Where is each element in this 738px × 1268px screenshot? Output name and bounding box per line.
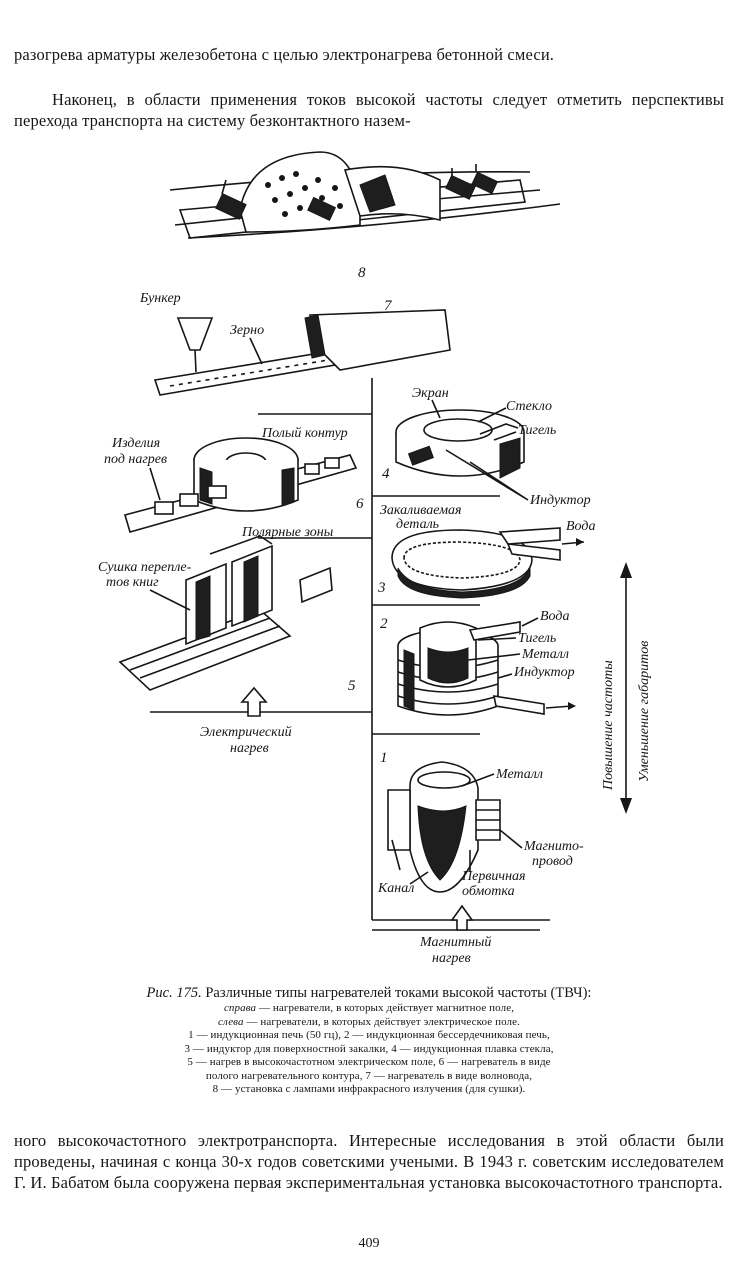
setup-8-drawing: 8 (169, 151, 561, 281)
paragraph-second: Наконец, в области применения токов высо… (14, 90, 724, 130)
label-zerno: Зерно (230, 323, 264, 338)
label-5: 5 (348, 678, 356, 694)
label-voda-top: Вода (566, 519, 595, 534)
label-zakalivaemaya-2: деталь (396, 517, 439, 532)
label-tigel-top: Тигель (518, 423, 556, 438)
caption-line-left: слева — нагреватели, в которых действует… (0, 1016, 738, 1030)
label-6: 6 (356, 496, 364, 512)
caption-line-5: 5 — нагрев в высокочастотном электрическ… (187, 1056, 551, 1068)
setup-1-drawing: 1 Металл Магнито- провод Первичная обмот… (377, 750, 584, 966)
label-sushka-1: Сушка переплe- (98, 560, 192, 575)
label-sushka-2: тов книг (106, 575, 159, 590)
label-voda-mid: Вода (540, 609, 569, 624)
label-pervichnaya-1: Первичная (461, 869, 526, 884)
label-metall-bot: Металл (495, 767, 543, 782)
figure-frame (150, 378, 550, 931)
page-number: 409 (358, 1236, 380, 1251)
label-pervichnaya-2: обмотка (462, 884, 515, 899)
setup-6-drawing: Полый контур Изделия под нагрев 6 Полярн… (104, 426, 364, 540)
label-freq-up: Повышение частоты (601, 660, 616, 791)
label-izdelia-1: Изделия (111, 436, 160, 451)
label-induktor-mid: Индуктор (513, 665, 575, 680)
label-metall-mid: Металл (521, 647, 569, 662)
frequency-arrow: Повышение частоты Уменьшение габаритов (601, 562, 652, 814)
label-ekran: Экран (412, 386, 449, 401)
setup-5-drawing: Сушка переплe- тов книг 5 Электрический … (98, 535, 356, 756)
label-size-down: Уменьшение габаритов (637, 641, 652, 782)
label-magnit-1: Магнитный (419, 935, 491, 950)
label-3: 3 (377, 580, 386, 596)
label-elektr-2: нагрев (230, 741, 269, 756)
label-steklo: Стекло (506, 399, 552, 414)
label-induktor-top: Индуктор (529, 493, 591, 508)
caption-line-right: справа — нагреватели, в которых действуе… (0, 1002, 738, 1016)
label-kanal: Канал (377, 881, 414, 896)
setup-7-drawing: Бункер Зерно 7 (139, 291, 451, 396)
label-8: 8 (358, 265, 366, 281)
label-1: 1 (380, 750, 388, 766)
label-polyarnye: Полярные зоны (241, 525, 333, 540)
label-4: 4 (382, 466, 390, 482)
figure-caption: Рис. 175. Различные типы нагревателей то… (0, 984, 738, 1097)
figure-175: 8 Бункер Зерно 7 (0, 150, 738, 980)
caption-left-word: слева (218, 1015, 244, 1028)
caption-title-text: Различные типы нагревателей токами высок… (205, 985, 592, 1001)
label-2: 2 (380, 616, 388, 632)
label-7: 7 (384, 298, 393, 314)
label-bunker: Бункер (139, 291, 181, 306)
caption-right-text: — нагреватели, в которых действует магни… (258, 1002, 515, 1014)
label-magnito-2: провод (532, 854, 573, 869)
label-izdelia-2: под нагрев (104, 452, 167, 467)
label-elektr-1: Электрический (200, 725, 292, 740)
caption-title: Рис. 175. Различные типы нагревателей то… (0, 984, 738, 1002)
caption-line-7: 8 — установка с лампами инфракрасного из… (212, 1083, 526, 1095)
caption-line-4: 3 — индуктор для поверхностной закалки, … (184, 1042, 554, 1055)
label-zakalivaemaya-1: Закаливаемая (380, 503, 462, 518)
setup-4-drawing: Экран Стекло Тигель 4 Индуктор (382, 386, 591, 508)
paragraph-bottom: ного высокочастотного электротранспорта.… (14, 1131, 724, 1192)
label-polyi-kontur: Полый контур (261, 426, 348, 441)
caption-line-3: 1 — индукционная печь (50 гц), 2 — индук… (188, 1029, 550, 1041)
label-magnit-2: нагрев (432, 951, 471, 966)
caption-left-text: — нагреватели, в которых действует элект… (246, 1015, 520, 1028)
setup-3-drawing: Закаливаемая деталь Вода 3 (377, 503, 595, 599)
setup-2-drawing: 2 Вода Тигель Металл Индуктор (380, 609, 576, 716)
paragraph-top: разогрева арматуры железобетона с целью … (14, 45, 555, 64)
caption-right-word: справа (223, 1002, 257, 1014)
label-magnito-1: Магнито- (523, 839, 584, 854)
figure-drawing: 8 Бункер Зерно 7 (98, 151, 652, 966)
caption-prefix: Рис. 175. (146, 985, 202, 1001)
caption-line-6: полого нагревательного контура, 7 — нагр… (205, 1069, 533, 1082)
label-tigel-mid: Тигель (518, 631, 556, 646)
